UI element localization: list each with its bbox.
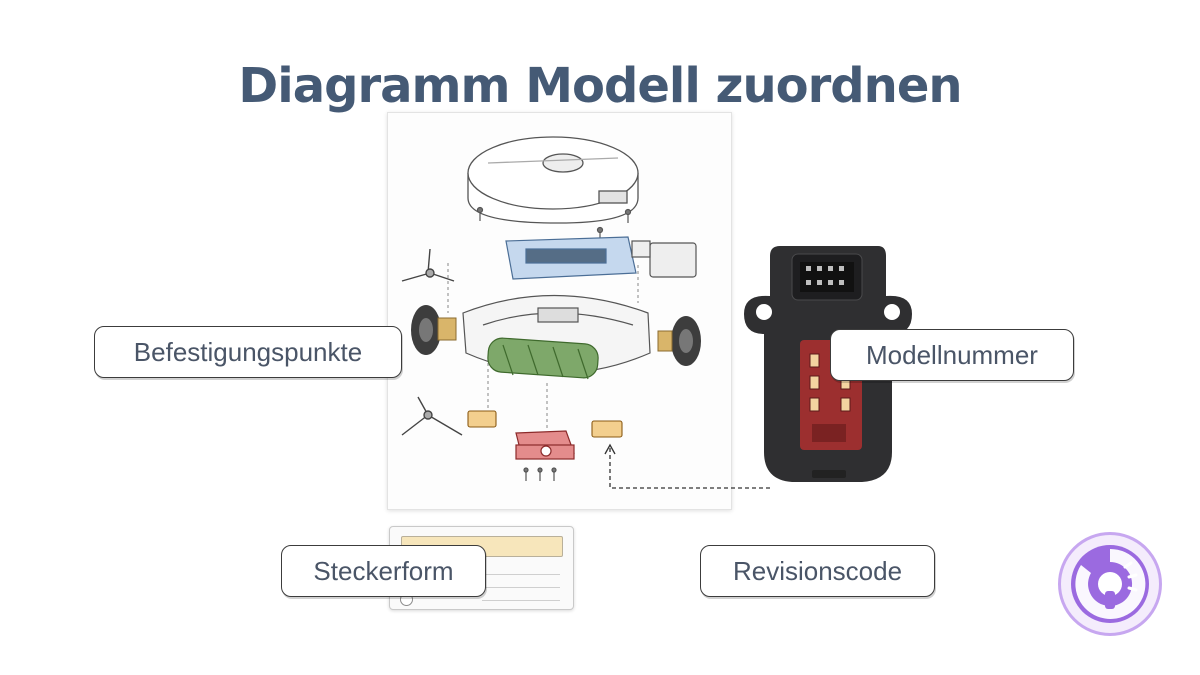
label-revisionscode[interactable]: Revisionscode xyxy=(700,545,935,597)
left-wheel-part xyxy=(411,305,456,355)
card-line xyxy=(482,574,560,575)
top-cover-part xyxy=(468,137,638,223)
dashed-connector-arrow xyxy=(600,440,780,500)
right-wheel-part xyxy=(658,316,701,366)
red-module-part xyxy=(516,431,574,459)
card-line xyxy=(482,600,560,601)
card-line xyxy=(482,587,560,588)
label-steckerform[interactable]: Steckerform xyxy=(281,545,486,597)
label-modellnummer[interactable]: Modellnummer xyxy=(830,329,1074,381)
main-brush-part xyxy=(487,337,599,379)
label-befestigungspunkte[interactable]: Befestigungspunkte xyxy=(94,326,402,378)
dust-bin-part xyxy=(506,237,636,279)
slide-title: Diagramm Modell zuordnen xyxy=(0,58,1200,114)
brand-logo-icon xyxy=(1058,532,1162,636)
